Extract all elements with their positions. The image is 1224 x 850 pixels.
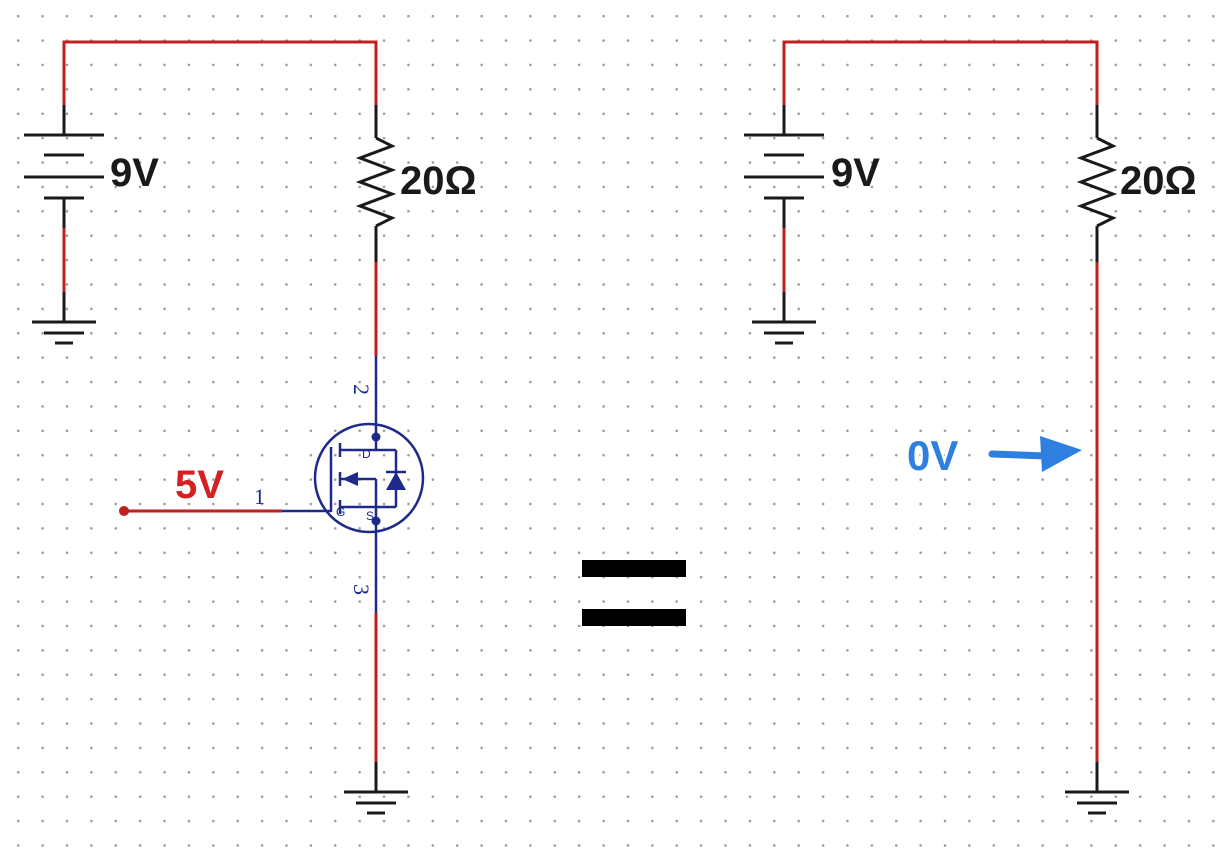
left-battery-label: 9V [110,151,159,195]
right-resistor-label: 20Ω [1120,159,1197,203]
arrow-right-icon [988,436,1082,472]
equals-sign [582,560,686,626]
left-battery-ground-icon [32,292,96,345]
right-battery-symbol [744,105,824,228]
pin-gate-label: 1 [254,484,265,509]
right-resistor-symbol [1076,105,1118,262]
left-resistor-label: 20Ω [400,159,477,203]
mosfet-symbol: D G S [313,422,425,534]
svg-text:G: G [336,505,345,519]
gate-input-terminal [119,506,129,516]
pin-drain-label: 2 [349,384,374,395]
svg-text:S: S [366,509,374,523]
right-circuit: 9V 20Ω 0V [744,40,1197,815]
left-battery-symbol [24,105,104,228]
left-resistor-symbol [355,105,397,262]
left-top-wire [62,40,378,135]
node-voltage-label: 0V [907,432,958,479]
right-battery-ground-icon [752,292,816,345]
right-top-wire [782,40,1099,135]
left-circuit: 9V 20Ω 2 [24,40,477,815]
pin-source-label: 3 [349,584,374,595]
right-output-ground-icon [1065,762,1129,815]
right-battery-label: 9V [831,151,880,195]
gate-voltage-label: 5V [175,463,224,507]
left-source-ground-icon [344,762,408,815]
svg-text:D: D [362,447,371,461]
